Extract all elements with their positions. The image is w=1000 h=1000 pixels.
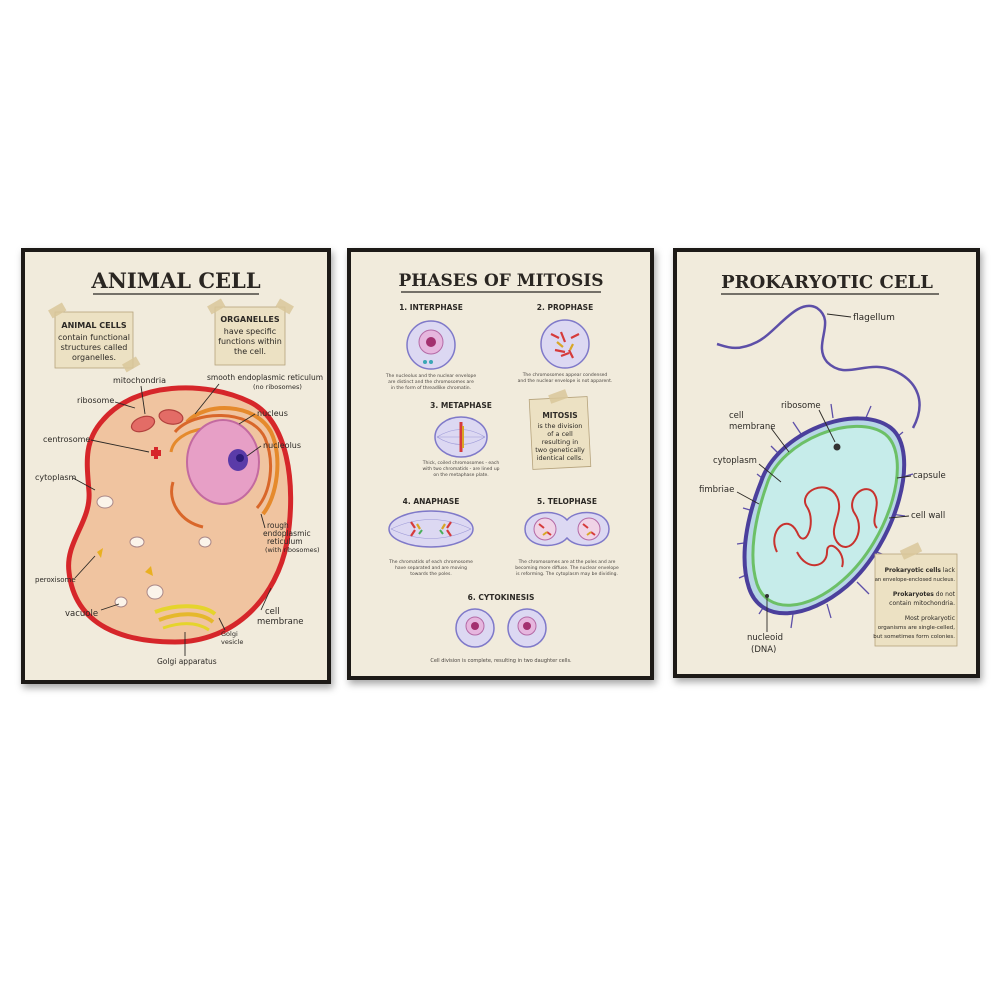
svg-text:have specific: have specific <box>224 327 276 336</box>
label-rer: rough <box>267 521 289 530</box>
svg-text:The chromosomes appear condens: The chromosomes appear condensed <box>522 372 608 378</box>
svg-text:on the metaphase plate.: on the metaphase plate. <box>433 472 488 478</box>
poster-animal-cell: ANIMAL CELL ANIMAL CELLS contain functio… <box>21 248 331 684</box>
svg-text:are distinct and the chromosom: are distinct and the chromosomes are <box>388 379 474 385</box>
note-prokaryotic: Prokaryotic cells lack an envelope-enclo… <box>873 542 958 647</box>
svg-text:The nucleolus and the nuclear: The nucleolus and the nuclear envelope <box>385 373 476 379</box>
svg-text:organelles.: organelles. <box>72 353 116 362</box>
svg-text:contain functional: contain functional <box>58 333 130 342</box>
label-vacuole: vacuole <box>65 609 98 619</box>
metaphase-title: 3. METAPHASE <box>430 401 492 410</box>
svg-text:Prokaryotic cells lack: Prokaryotic cells lack <box>885 567 956 574</box>
nucleoid-dna <box>773 486 878 568</box>
mitochondria <box>130 409 184 433</box>
label-nucleoid: nucleoid <box>747 633 783 643</box>
label-fimbriae: fimbriae <box>699 485 734 495</box>
svg-text:reticulum: reticulum <box>267 537 303 546</box>
poster-title: ANIMAL CELL <box>90 268 260 293</box>
label-ribosome: ribosome <box>781 401 821 411</box>
label-golgi-apparatus: Golgi apparatus <box>157 657 217 666</box>
svg-text:MITOSIS: MITOSIS <box>542 411 577 420</box>
svg-text:identical cells.: identical cells. <box>537 454 583 462</box>
label-cell-membrane: cell <box>265 607 280 617</box>
svg-text:in the form of threadlike chro: in the form of threadlike chromatin. <box>391 385 471 391</box>
poster-prokaryotic-cell: PROKARYOTIC CELL flagellum ribosome cell… <box>673 248 980 678</box>
svg-text:Prokaryotes do not: Prokaryotes do not <box>893 591 956 598</box>
svg-text:endoplasmic: endoplasmic <box>263 529 311 538</box>
anaphase-cell <box>388 510 474 548</box>
svg-text:membrane: membrane <box>257 617 304 627</box>
svg-text:ANIMAL CELLS: ANIMAL CELLS <box>61 321 126 330</box>
cytokinesis-cells <box>455 608 547 648</box>
svg-text:The chromatids of each chromos: The chromatids of each chromosome <box>388 559 473 565</box>
svg-text:ORGANELLES: ORGANELLES <box>220 315 280 324</box>
label-cell-wall: cell wall <box>911 511 945 521</box>
svg-text:functions within: functions within <box>218 337 282 346</box>
svg-text:Thick, coiled chromosomes - ea: Thick, coiled chromosomes - each <box>422 460 500 466</box>
interphase-title: 1. INTERPHASE <box>399 303 463 312</box>
label-mitochondria: mitochondria <box>113 376 166 385</box>
label-ribosome: ribosome <box>77 396 114 405</box>
svg-text:towards the poles.: towards the poles. <box>410 571 452 577</box>
svg-text:with two chromatids - are line: with two chromatids - are lined up <box>422 466 499 472</box>
telophase-title: 5. TELOPHASE <box>537 497 597 506</box>
svg-text:two genetically: two genetically <box>535 446 585 454</box>
svg-text:vesicle: vesicle <box>221 638 243 646</box>
poster-title: PHASES OF MITOSIS <box>399 271 604 291</box>
cell-wall <box>751 424 899 607</box>
svg-text:contain mitochondria.: contain mitochondria. <box>889 600 955 607</box>
prophase-cell <box>540 319 590 369</box>
svg-text:becoming more diffuse. The nuc: becoming more diffuse. The nuclear envel… <box>515 565 619 571</box>
svg-text:(DNA): (DNA) <box>751 645 776 655</box>
label-nucleolus: nucleolus <box>263 441 301 450</box>
cytokinesis-title: 6. CYTOKINESIS <box>468 593 535 602</box>
golgi-apparatus <box>154 604 217 632</box>
label-golgi-vesicle: Golgi <box>221 630 238 638</box>
svg-text:and the nuclear envelope is no: and the nuclear envelope is not apparent… <box>518 378 613 384</box>
flagellum <box>716 304 921 429</box>
svg-text:membrane: membrane <box>729 422 776 432</box>
poster-phases-of-mitosis: PHASES OF MITOSIS 1. INTERPHASE The nucl… <box>347 248 654 680</box>
nucleus <box>186 419 260 505</box>
telophase-cell <box>524 511 610 547</box>
label-centrosome: centrosome <box>43 435 90 444</box>
svg-text:(no ribosomes): (no ribosomes) <box>253 383 302 391</box>
svg-text:The chromosomes are at the pol: The chromosomes are at the poles and are <box>518 559 616 565</box>
label-flagellum: flagellum <box>853 313 895 323</box>
svg-text:Most prokaryotic: Most prokaryotic <box>905 615 955 622</box>
label-nucleus: nucleus <box>257 409 288 418</box>
label-cell-membrane: cell <box>729 411 744 421</box>
svg-text:the cell.: the cell. <box>234 347 266 356</box>
svg-text:Cell division is complete, res: Cell division is complete, resulting in … <box>430 658 572 664</box>
label-cytoplasm: cytoplasm <box>713 456 757 466</box>
svg-text:structures called: structures called <box>61 343 128 352</box>
svg-text:organisms are single-celled,: organisms are single-celled, <box>878 625 955 631</box>
label-ser: smooth endoplasmic reticulum <box>207 373 323 382</box>
animal-cell-diagram: ANIMAL CELL ANIMAL CELLS contain functio… <box>35 268 323 666</box>
anaphase-title: 4. ANAPHASE <box>403 497 460 506</box>
svg-text:is the division: is the division <box>538 422 583 430</box>
note-animal-cells: ANIMAL CELLS contain functional structur… <box>48 302 141 373</box>
svg-text:resulting in: resulting in <box>542 438 578 446</box>
metaphase-cell <box>434 416 488 458</box>
svg-text:but sometimes form colonies.: but sometimes form colonies. <box>873 634 955 640</box>
svg-text:have separated and are moving: have separated and are moving <box>395 565 467 571</box>
label-capsule: capsule <box>913 471 946 481</box>
interphase-cell <box>406 320 456 370</box>
note-mitosis: MITOSIS is the division of a cell result… <box>528 389 592 470</box>
poster-title: PROKARYOTIC CELL <box>721 272 933 293</box>
svg-text:an envelope-enclosed nucleus.: an envelope-enclosed nucleus. <box>875 577 956 583</box>
note-organelles: ORGANELLES have specific functions withi… <box>207 298 294 366</box>
label-cytoplasm: cytoplasm <box>35 473 77 482</box>
svg-text:of a cell: of a cell <box>547 430 573 438</box>
prophase-title: 2. PROPHASE <box>537 303 593 312</box>
svg-text:is reforming. The cytoplasm ma: is reforming. The cytoplasm may be divid… <box>516 571 618 577</box>
prokaryotic-cell-diagram: PROKARYOTIC CELL flagellum ribosome cell… <box>699 272 958 655</box>
mitosis-diagram: PHASES OF MITOSIS 1. INTERPHASE The nucl… <box>385 271 619 664</box>
svg-text:(with ribosomes): (with ribosomes) <box>265 546 320 554</box>
label-peroxisome: peroxisome <box>35 576 76 584</box>
